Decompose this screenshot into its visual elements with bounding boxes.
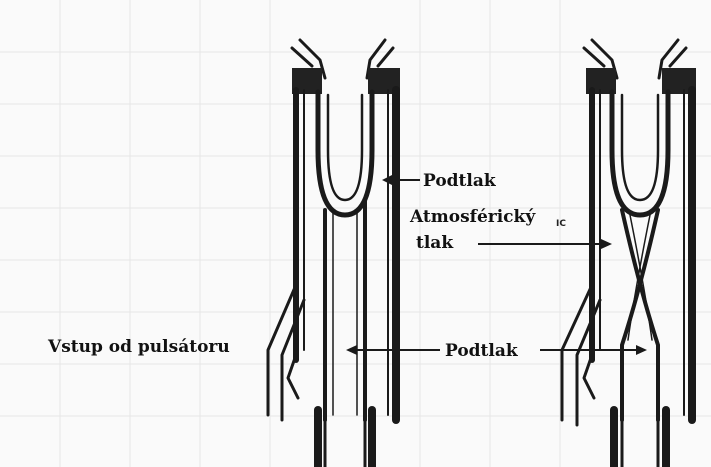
arrowhead-atmospheric <box>601 239 612 249</box>
label-pulsator-input: Vstup od pulsátoru <box>47 337 230 357</box>
label-podtlak-top: Podtlak <box>423 171 497 191</box>
label-podtlak-bottom: Podtlak <box>445 341 519 361</box>
label-atmospheric-mark: IC <box>556 219 566 229</box>
arrowhead-podtlak-bottom-right <box>636 345 647 355</box>
label-atmospheric-line2: tlak <box>416 233 454 253</box>
label-atmospheric-line1: Atmosférický <box>409 207 536 227</box>
arrowhead-podtlak-bottom-left <box>346 345 357 355</box>
arrows <box>346 175 647 355</box>
